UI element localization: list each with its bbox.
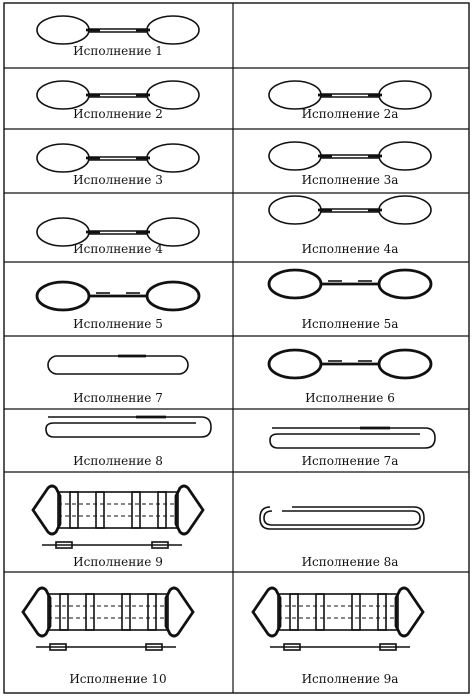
variant-1-figure [35,14,201,46]
variant-3a-figure [267,140,433,172]
variant-9-label: Исполнение 9 [73,555,163,569]
variant-4a-label: Исполнение 4а [302,242,399,256]
variant-10-figure [21,586,195,651]
variant-9-figure [31,484,205,549]
variant-7-label: Исполнение 7 [73,391,163,405]
variant-2-label: Исполнение 2 [73,107,163,121]
variant-8-label: Исполнение 8 [73,454,163,468]
variant-4-label: Исполнение 4 [73,242,163,256]
variant-4a-figure [267,194,433,226]
variant-5a-label: Исполнение 5а [302,317,399,331]
variant-8-figure [44,415,213,439]
variant-8a-label: Исполнение 8а [302,555,399,569]
variant-5-label: Исполнение 5 [73,317,163,331]
variant-2a-label: Исполнение 2а [302,107,399,121]
variant-5-figure [35,280,201,312]
variant-7-figure [46,354,190,376]
variant-6-label: Исполнение 6 [305,391,395,405]
variant-9a-figure [251,586,425,651]
variant-2a-figure [267,79,433,111]
variant-5a-figure [267,268,433,300]
variant-7a-figure [268,426,437,450]
variant-10-label: Исполнение 10 [69,672,166,686]
variant-6-figure [267,348,433,380]
variant-3-label: Исполнение 3 [73,173,163,187]
variant-9a-label: Исполнение 9а [302,672,399,686]
variant-7a-label: Исполнение 7а [302,454,399,468]
variant-2-figure [35,79,201,111]
variant-1-label: Исполнение 1 [73,44,163,58]
variant-3-figure [35,142,201,174]
variant-3a-label: Исполнение 3а [302,173,399,187]
variant-8a-figure [259,506,425,530]
